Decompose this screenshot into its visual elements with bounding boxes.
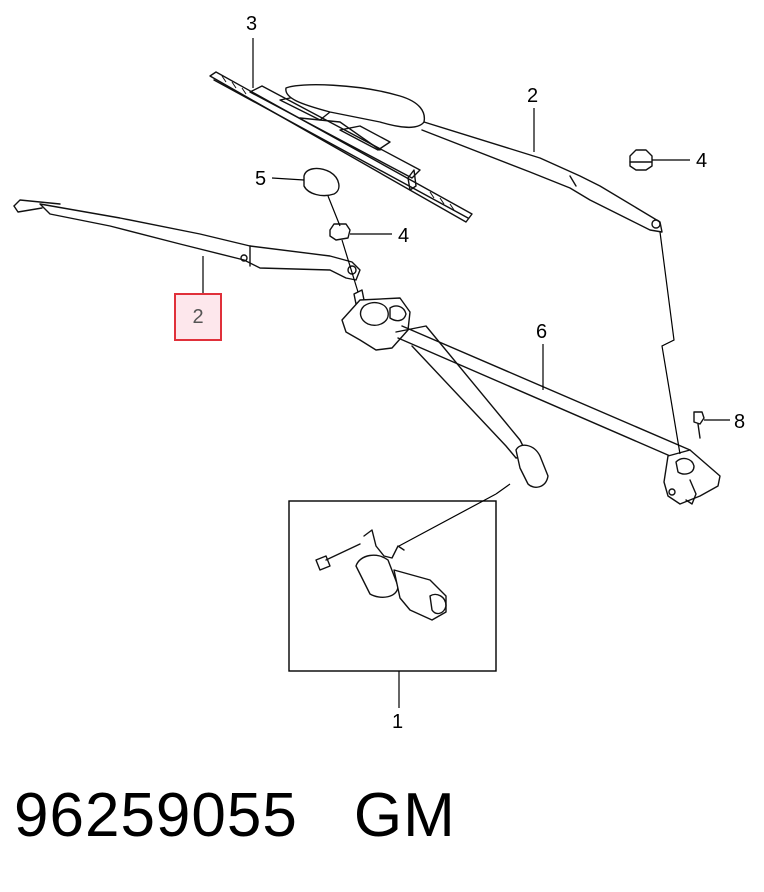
leader-nut-to-shaft [341,239,359,293]
part-brand: GM [353,781,456,850]
pivot-shaft-left [341,289,411,351]
motor [315,529,447,621]
callout-4-lower: 4 [398,225,409,247]
bolt [693,411,705,439]
pivot-right [663,449,721,505]
callout-3: 3 [246,13,257,35]
leader-cap-to-nut [327,195,341,227]
callout-5: 5 [255,168,266,190]
callout-4-upper: 4 [696,150,707,172]
leader-upper-arm-pivot [659,231,681,455]
wiper-arm-lower [13,199,361,281]
blade-texture [221,75,455,211]
linkage-bar [395,325,691,488]
callout-1: 1 [392,711,403,733]
wiper-arm-upper [285,84,663,233]
wiper-blade [209,71,473,223]
callout-2-upper: 2 [527,85,538,107]
pivot-cap [303,167,340,197]
nut-lower [329,223,351,241]
leader-5 [271,177,305,181]
part-number: 96259055 [14,781,298,850]
nut-upper [629,149,653,171]
highlighted-callout-2[interactable]: 2 [174,293,222,341]
callout-8: 8 [734,411,745,433]
motor-box [288,483,511,672]
part-number-footer: 96259055 GM [14,780,456,851]
callout-6: 6 [536,321,547,343]
